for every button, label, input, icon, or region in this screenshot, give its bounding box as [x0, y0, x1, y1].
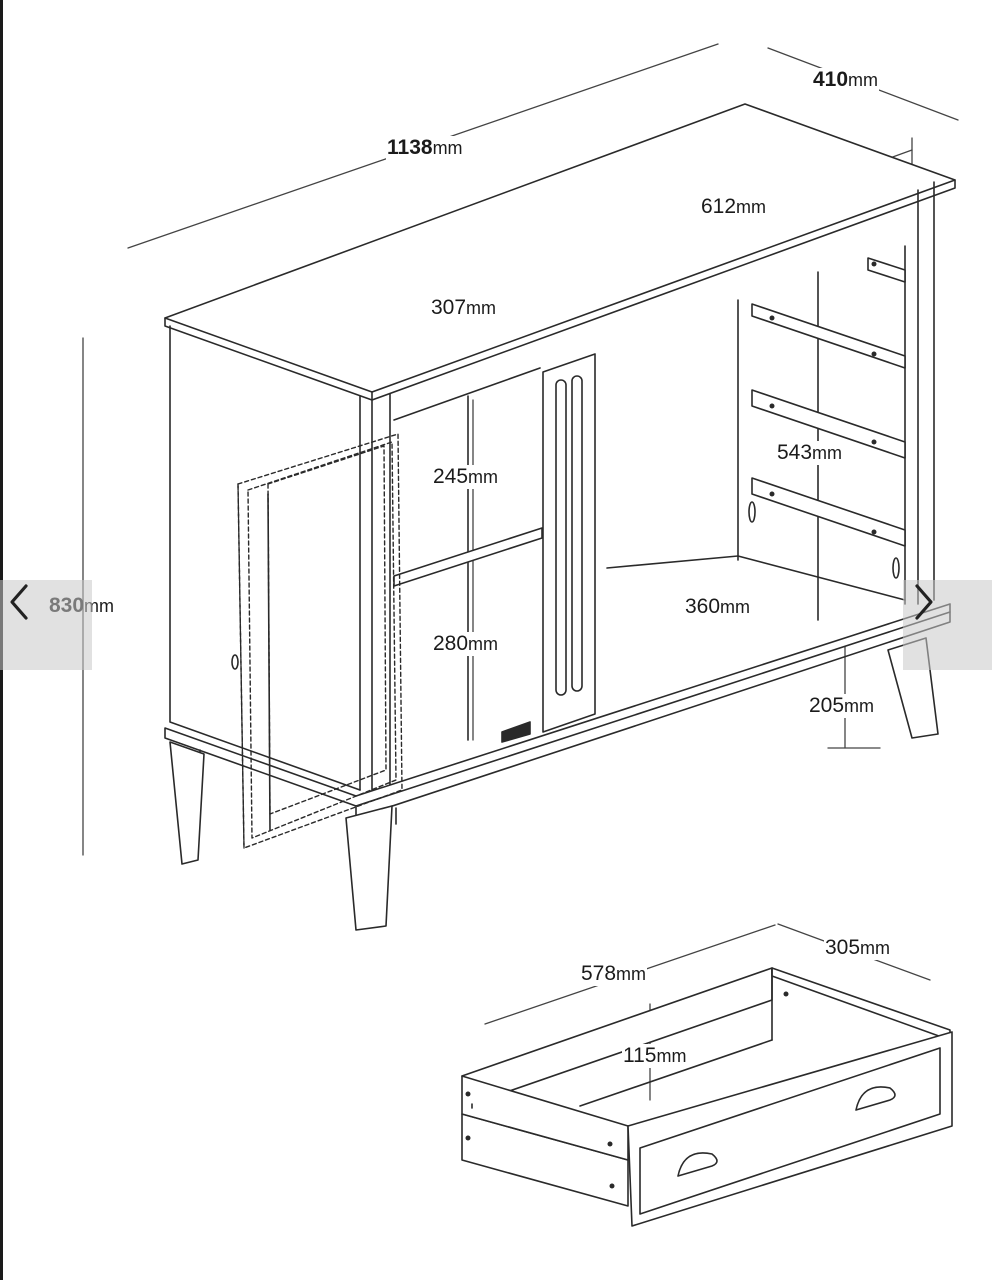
dimension-width: 1138mm [386, 136, 464, 160]
dimension-shelf-width: 612mm [700, 195, 768, 219]
dimension-shelf-height: 543mm [776, 441, 844, 465]
dimension-drawer-depth: 305mm [824, 936, 892, 960]
dimension-leg-height: 205mm [808, 694, 876, 718]
chevron-right-icon [915, 584, 933, 620]
dimension-inner-depth: 360mm [684, 595, 752, 619]
chevron-left-icon [10, 584, 28, 620]
dimension-drawer-width: 578mm [580, 962, 648, 986]
next-image-button[interactable] [903, 580, 992, 670]
dimension-drawer-height: 115mm [622, 1044, 688, 1068]
dimension-lower-compartment: 280mm [432, 632, 500, 656]
dimension-upper-compartment: 245mm [432, 465, 500, 489]
dimension-inner-width: 307mm [430, 296, 498, 320]
previous-image-button[interactable] [0, 580, 92, 670]
dimension-depth: 410mm [812, 68, 880, 92]
